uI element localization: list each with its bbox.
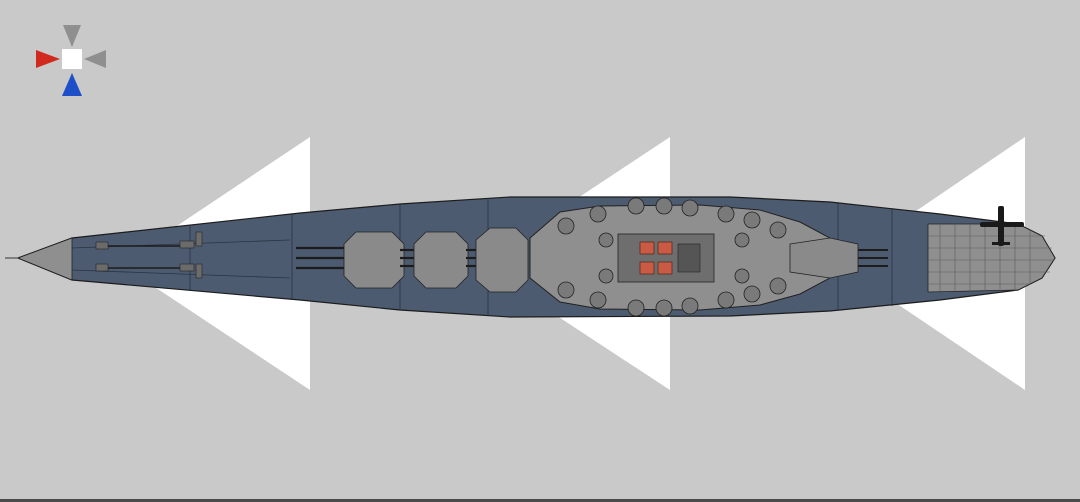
- compass-right-arrow: [84, 50, 106, 68]
- stern-deck: [927, 223, 1056, 293]
- compass-center: [62, 49, 82, 69]
- forward-main-turret-3: [466, 227, 529, 293]
- compass-down-arrow: [62, 73, 82, 96]
- secondary-gun-mounts: [557, 197, 787, 317]
- aft-main-turret: [789, 237, 888, 279]
- viewport-bottom-border: [0, 499, 1080, 502]
- forward-main-turret-1: [296, 231, 405, 289]
- bow-deck: [16, 237, 73, 281]
- stern-deck-grid: [928, 224, 1054, 292]
- direction-compass-icon: [36, 25, 106, 96]
- forward-main-turret-2: [400, 231, 469, 289]
- floatplane-icon: [980, 206, 1024, 246]
- funnel-vents: [639, 241, 673, 275]
- battleship-top-view-icon[interactable]: [5, 196, 1056, 318]
- bow-fittings: [95, 231, 203, 279]
- compass-up-arrow: [63, 25, 81, 47]
- compass-left-arrow: [36, 50, 60, 68]
